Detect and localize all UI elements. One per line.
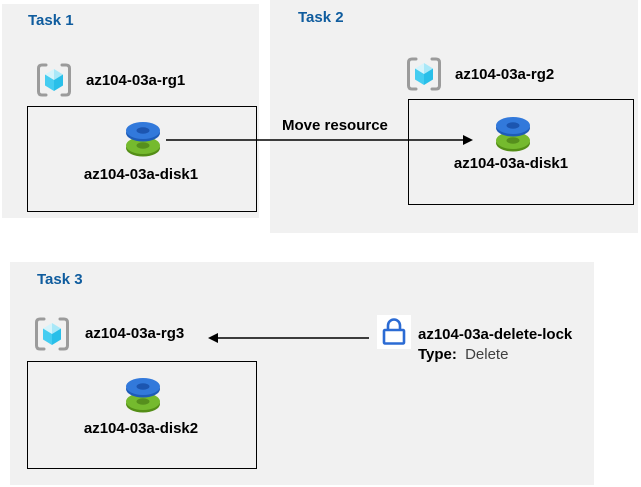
move-resource-arrow [166, 135, 473, 145]
resource-box-task2 [408, 99, 634, 205]
lock-type-key: Type: [418, 346, 457, 363]
panel-task1: Task 1 az104-03a-rg1 az104-0 [2, 4, 259, 218]
disk-label: az104-03a-disk1 [453, 155, 569, 172]
resource-group-icon [404, 56, 444, 92]
lock-type-line: Type: Delete [418, 346, 508, 363]
resource-group-icon [34, 62, 74, 98]
managed-disk-icon [493, 114, 533, 154]
lock-type-value: Delete [465, 346, 509, 363]
resource-group-label: az104-03a-rg2 [455, 66, 555, 83]
managed-disk-icon [123, 375, 163, 415]
resource-box-task1 [27, 106, 257, 212]
lock-name-label: az104-03a-delete-lock [418, 326, 573, 343]
resource-group-label: az104-03a-rg1 [86, 72, 186, 89]
lock-arrow [208, 333, 369, 343]
task2-title: Task 2 [298, 9, 344, 26]
resource-group-icon [32, 316, 72, 352]
lock-icon [377, 315, 411, 349]
task3-title: Task 3 [37, 271, 83, 288]
resource-group-label: az104-03a-rg3 [85, 325, 185, 342]
resource-box-task3 [27, 361, 257, 469]
task1-title: Task 1 [28, 12, 74, 29]
move-resource-label: Move resource [282, 117, 388, 134]
panel-task3: Task 3 az104-03a-rg3 az104-0 [10, 262, 594, 485]
panel-task2: Task 2 az104-03a-rg2 az104-0 [270, 0, 638, 233]
disk-label: az104-03a-disk2 [83, 420, 199, 437]
disk-label: az104-03a-disk1 [83, 166, 199, 183]
managed-disk-icon [123, 119, 163, 159]
